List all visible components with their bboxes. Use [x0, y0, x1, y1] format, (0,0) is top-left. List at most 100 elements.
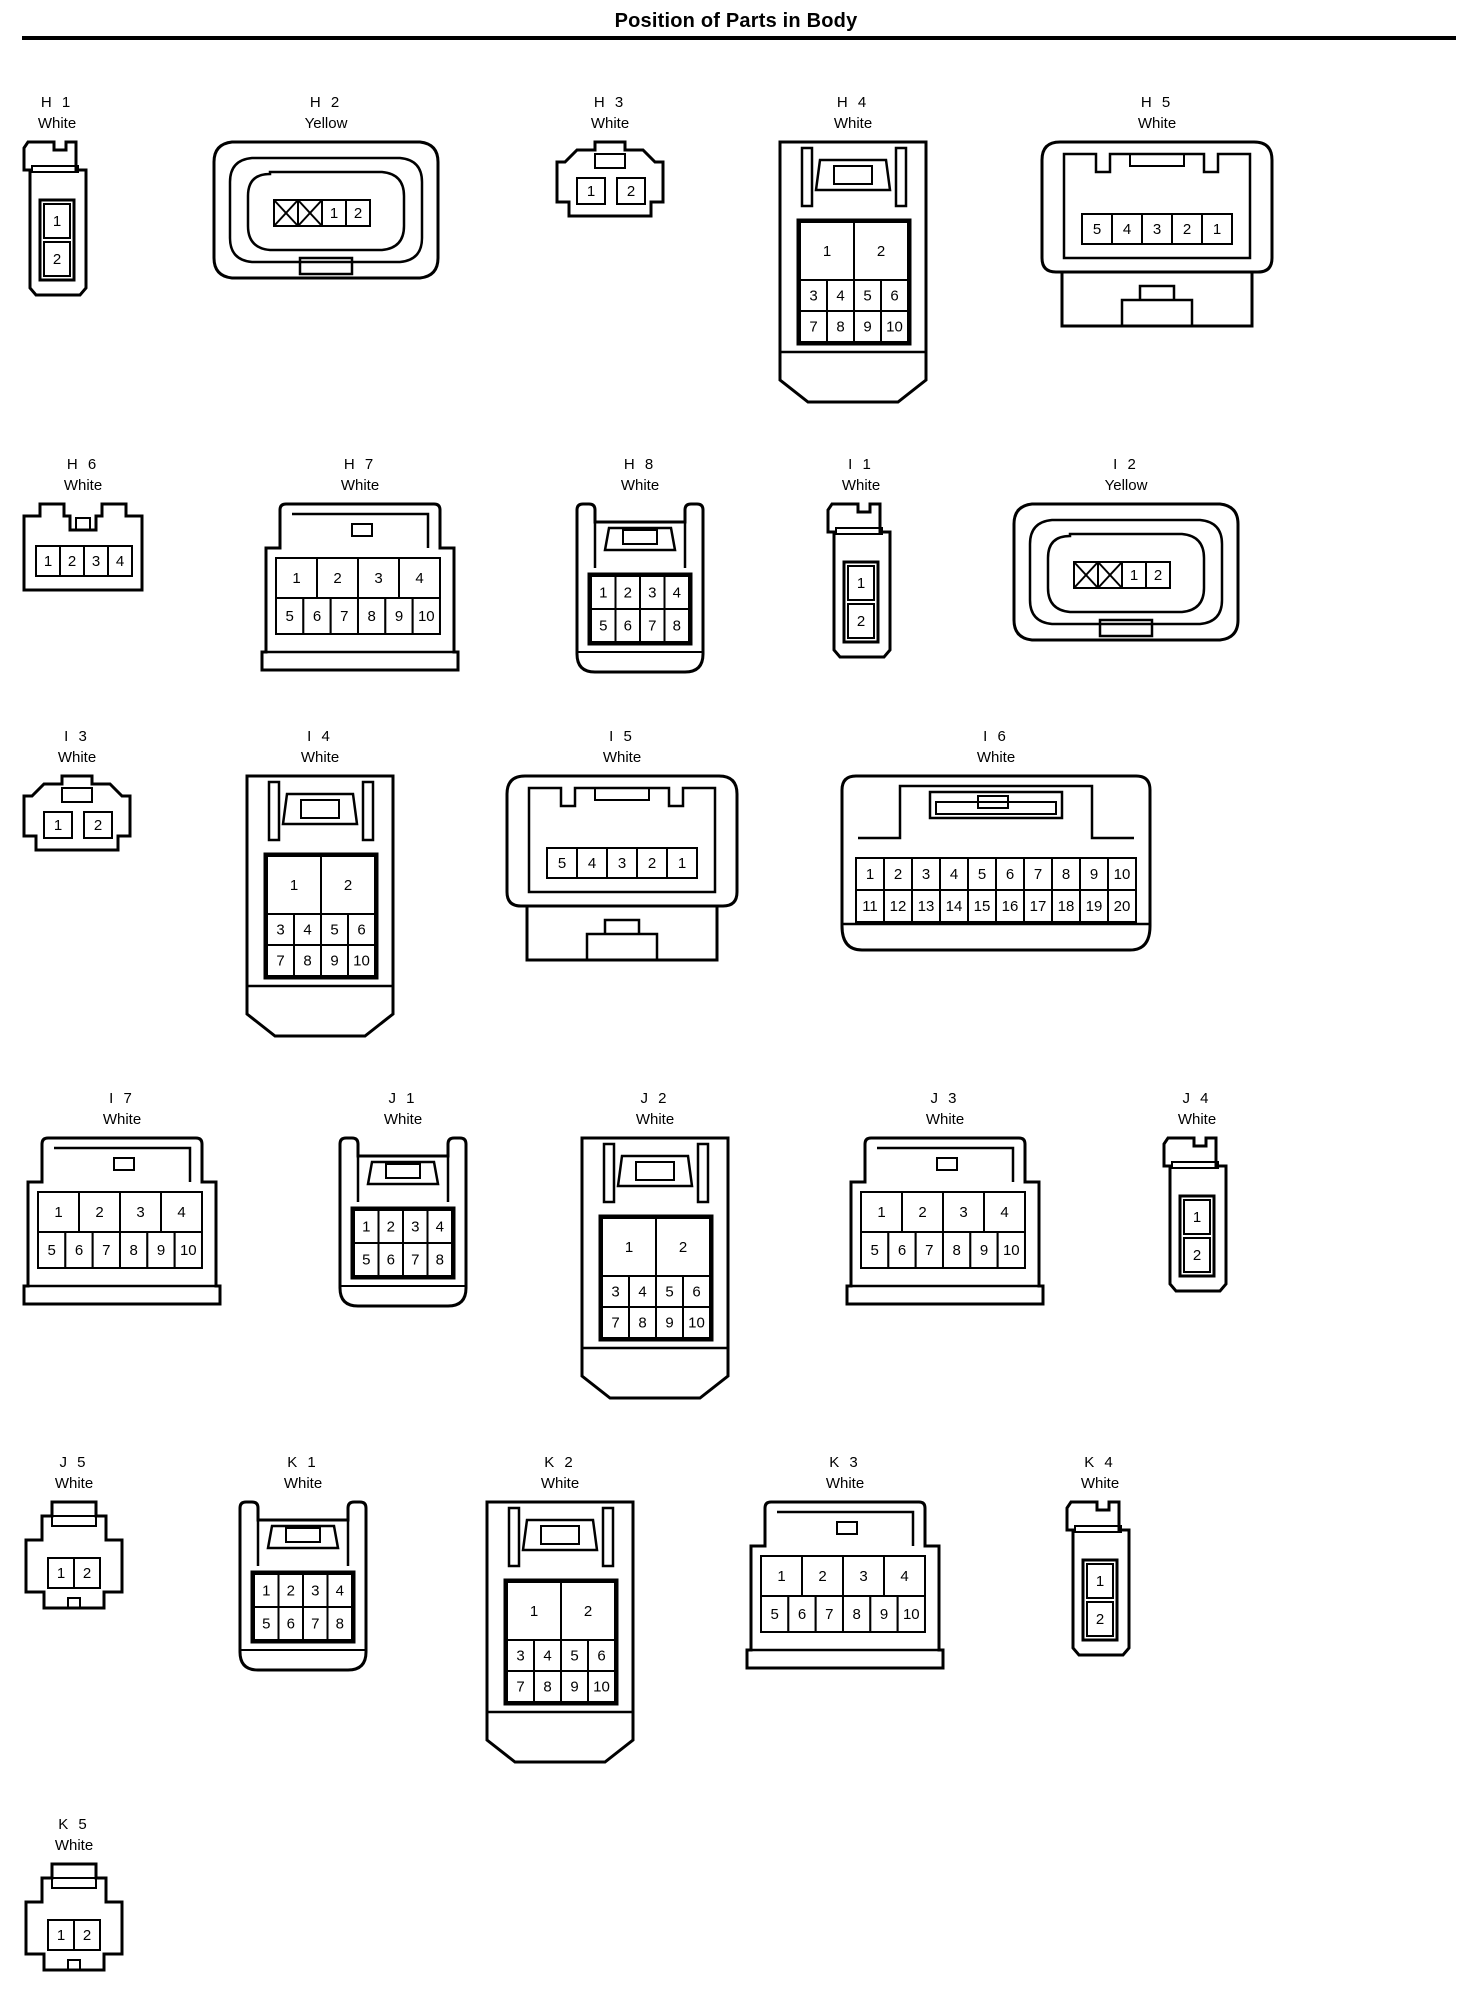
latch	[603, 526, 677, 552]
pin-cell	[293, 944, 322, 977]
pin-number: 11	[862, 898, 878, 915]
pin-number: 6	[624, 618, 632, 635]
pin-cell	[841, 1595, 872, 1633]
pin-cell	[146, 1231, 176, 1269]
pin-cell	[655, 1217, 711, 1277]
pin-cell	[1051, 857, 1081, 891]
connector-color: White	[102, 1111, 142, 1128]
pin-number: 12	[890, 898, 907, 915]
latch-slot	[835, 527, 883, 535]
pin-cell	[347, 944, 376, 977]
pin-cell	[616, 177, 646, 205]
pin-cell	[855, 889, 885, 923]
pin-number: 7	[276, 953, 284, 970]
pin-number: 7	[925, 1242, 933, 1259]
pin-cell	[760, 1555, 803, 1597]
pin-number: 3	[276, 922, 284, 939]
pin-number: 1	[44, 553, 52, 570]
pin-number: 10	[688, 1315, 705, 1332]
pin-number: 1	[330, 205, 338, 222]
housing-outline	[485, 1500, 635, 1764]
page-title: Position of Parts in Body	[614, 10, 858, 32]
pin-cell	[377, 1242, 404, 1277]
housing-outline	[845, 1136, 1045, 1306]
pin-number: 1	[599, 585, 607, 602]
connector-code: I 2	[1113, 456, 1139, 473]
pin-cell	[320, 855, 376, 915]
connector-color: White	[340, 477, 380, 494]
pin-number: 8	[336, 1616, 344, 1633]
pin-number: 7	[825, 1606, 833, 1623]
pin-cell	[655, 1306, 684, 1339]
pin-number: 1	[53, 213, 61, 230]
pin-number: 4	[543, 1648, 551, 1665]
connector-code: I 5	[609, 728, 635, 745]
pin-number: 9	[863, 319, 871, 336]
pin-cell	[426, 1242, 453, 1277]
connector-code: H 7	[343, 456, 377, 473]
pin-number: 7	[411, 1252, 419, 1269]
pin-cell	[1183, 1199, 1211, 1235]
housing-outline	[505, 774, 739, 908]
pin-cell	[277, 1606, 304, 1641]
latch-window	[300, 799, 340, 819]
housing-outline	[22, 774, 132, 852]
pin-number: 1	[57, 1927, 65, 1944]
connector-drawing: 12	[826, 502, 892, 659]
connector-drawing: 12	[1065, 1500, 1131, 1657]
pin-cell	[266, 855, 322, 915]
pin-number: 1	[530, 1603, 538, 1620]
lock-arm	[267, 780, 375, 842]
pin-number: 8	[543, 1679, 551, 1696]
connector-code: J 2	[640, 1090, 670, 1107]
pin-number: 5	[863, 288, 871, 305]
pin-cell	[941, 1231, 972, 1269]
inner-ring	[246, 170, 406, 252]
pin-number: 8	[303, 953, 311, 970]
inner-wall	[777, 1510, 915, 1546]
pin-cell	[506, 1581, 562, 1641]
pin-number: 3	[516, 1648, 524, 1665]
pin-number: 1	[54, 1204, 62, 1221]
pin-number: 6	[287, 1616, 295, 1633]
pin-cell	[1145, 561, 1171, 589]
connector-code: H 1	[40, 94, 74, 111]
latch	[814, 158, 892, 192]
pin-cell	[939, 889, 969, 923]
pin-cell	[896, 1595, 926, 1633]
blanked-cross	[1097, 561, 1123, 589]
connector-color: White	[590, 115, 630, 132]
pin-number: 1	[1193, 1209, 1201, 1226]
pin-cell	[601, 1217, 657, 1277]
pin-cell	[560, 1670, 589, 1703]
connector-color: White	[540, 1475, 580, 1492]
pin-number: 10	[353, 953, 370, 970]
pin-number: 4	[116, 553, 124, 570]
connector-code: K 2	[544, 1454, 576, 1471]
connector-color: White	[37, 115, 77, 132]
pin-cell	[353, 1242, 380, 1277]
pin-number: 1	[777, 1568, 785, 1585]
latch	[836, 1521, 858, 1535]
pin-number: 9	[665, 1315, 673, 1332]
pin-cell	[869, 1595, 899, 1633]
inner-wall	[54, 1146, 192, 1182]
pin-number: 1	[54, 817, 62, 834]
pin-number: 6	[75, 1242, 83, 1259]
pin-cell	[1107, 857, 1137, 891]
pin-number: 4	[177, 1204, 185, 1221]
